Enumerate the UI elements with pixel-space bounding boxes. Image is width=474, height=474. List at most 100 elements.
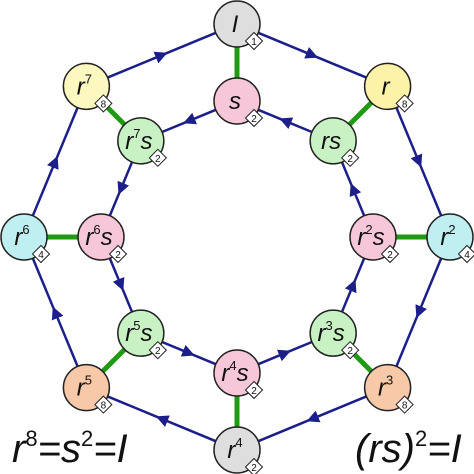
order-badge-label: 2 (251, 114, 257, 125)
order-badge (395, 395, 414, 414)
node-label: r6s (85, 222, 112, 251)
node-s: s2 (213, 77, 264, 128)
order-badge (94, 94, 113, 113)
order-badge-label: 2 (387, 250, 393, 261)
node-label: r3 (378, 373, 393, 402)
relation-right: (rs)2=I (355, 426, 462, 471)
relation-right-tail: =I (427, 427, 461, 471)
node-label: r5 (77, 373, 92, 402)
order-badge (108, 244, 128, 264)
order-badge (244, 457, 264, 474)
node-r3: r3 8 (363, 363, 414, 414)
order-badge-label: 2 (155, 154, 161, 165)
order-badge (244, 31, 264, 51)
node-r: r8 (363, 62, 414, 113)
node-circle (363, 62, 412, 111)
node-circle (363, 363, 412, 412)
order-badge-label: 2 (251, 463, 257, 474)
order-badge-label: 2 (155, 346, 161, 357)
relation-right-base: (rs) (355, 427, 415, 471)
order-badge (148, 340, 168, 360)
node-circle (117, 309, 165, 357)
order-badge-label: 8 (402, 401, 408, 412)
arrow-s-r7s (161, 108, 217, 134)
node-circle (349, 213, 397, 261)
node-label: r2 (440, 222, 455, 251)
node-label: r4s (221, 358, 248, 387)
node-I: I1 (213, 0, 264, 51)
generator-r-arrows (31, 31, 443, 443)
relation-right-exp: 2 (415, 426, 427, 451)
order-badge (457, 244, 474, 264)
node-r5: r5 8 (62, 363, 113, 414)
arrow-I-r (257, 31, 367, 79)
node-circle (213, 426, 261, 474)
node-circle (426, 213, 474, 261)
arrow-rs-s (257, 108, 313, 134)
node-circle (309, 309, 357, 357)
node-r7: r7 8 (62, 62, 113, 113)
order-badge-label: 1 (251, 37, 257, 48)
order-badge-label: 2 (115, 250, 121, 261)
arrow-r-r2 (395, 107, 443, 217)
order-badge (31, 244, 51, 264)
node-circle (117, 117, 165, 165)
node-label: r2s (357, 222, 384, 251)
order-badge-label: 2 (251, 386, 257, 397)
node-label: r7 (77, 71, 92, 100)
order-badge (380, 244, 400, 264)
relation-left-tail: =I (93, 427, 127, 471)
node-label: r (382, 73, 391, 100)
node-circle (62, 62, 111, 111)
order-badge-label: 2 (347, 154, 353, 165)
relation-left-rest: =s (38, 427, 81, 471)
node-label: s (229, 88, 241, 115)
order-badge-label: 2 (347, 346, 353, 357)
order-badge (340, 340, 360, 360)
order-badge-label: 8 (101, 99, 107, 110)
arrow-r7-I (107, 31, 217, 79)
relation-left-exp: 8 (25, 426, 37, 451)
order-badge (340, 148, 360, 168)
arrow-r3-r4 (257, 395, 367, 443)
node-label: I (232, 11, 239, 38)
order-badge (94, 395, 113, 414)
node-r6: r64 (0, 213, 51, 264)
relation-left: r8=s2=I (12, 426, 128, 471)
order-badge-label: 8 (101, 401, 107, 412)
relation-left-base: r (12, 427, 27, 471)
node-label: r7s (125, 126, 152, 155)
arrow-r5-r6 (31, 257, 79, 367)
order-badge (148, 148, 168, 168)
node-circle (213, 349, 261, 397)
order-badge-label: 4 (38, 250, 44, 261)
arrow-r6s-r5s (108, 257, 134, 313)
node-rs: rs 2 (309, 117, 360, 168)
node-label: rs (321, 128, 341, 155)
node-label: r3s (318, 318, 345, 347)
arrow-r4-r5 (107, 395, 217, 443)
node-circle (77, 213, 125, 261)
node-r4: r4 2 (213, 426, 264, 474)
node-circle (62, 363, 111, 412)
order-badge (244, 108, 264, 128)
order-badge-label: 4 (464, 250, 470, 261)
arrow-r3s-r2s (340, 257, 366, 313)
arrow-r2s-rs (340, 161, 366, 217)
node-label: r5s (125, 318, 152, 347)
node-circle (213, 77, 261, 125)
node-label: r4 (227, 435, 242, 464)
relation-left-exp2: 2 (81, 426, 93, 451)
node-r2: r2 4 (426, 213, 474, 264)
order-badge (395, 94, 414, 113)
order-badge-label: 8 (402, 99, 408, 110)
arrow-r7s-r6s (108, 161, 134, 217)
order-badge (244, 380, 264, 400)
